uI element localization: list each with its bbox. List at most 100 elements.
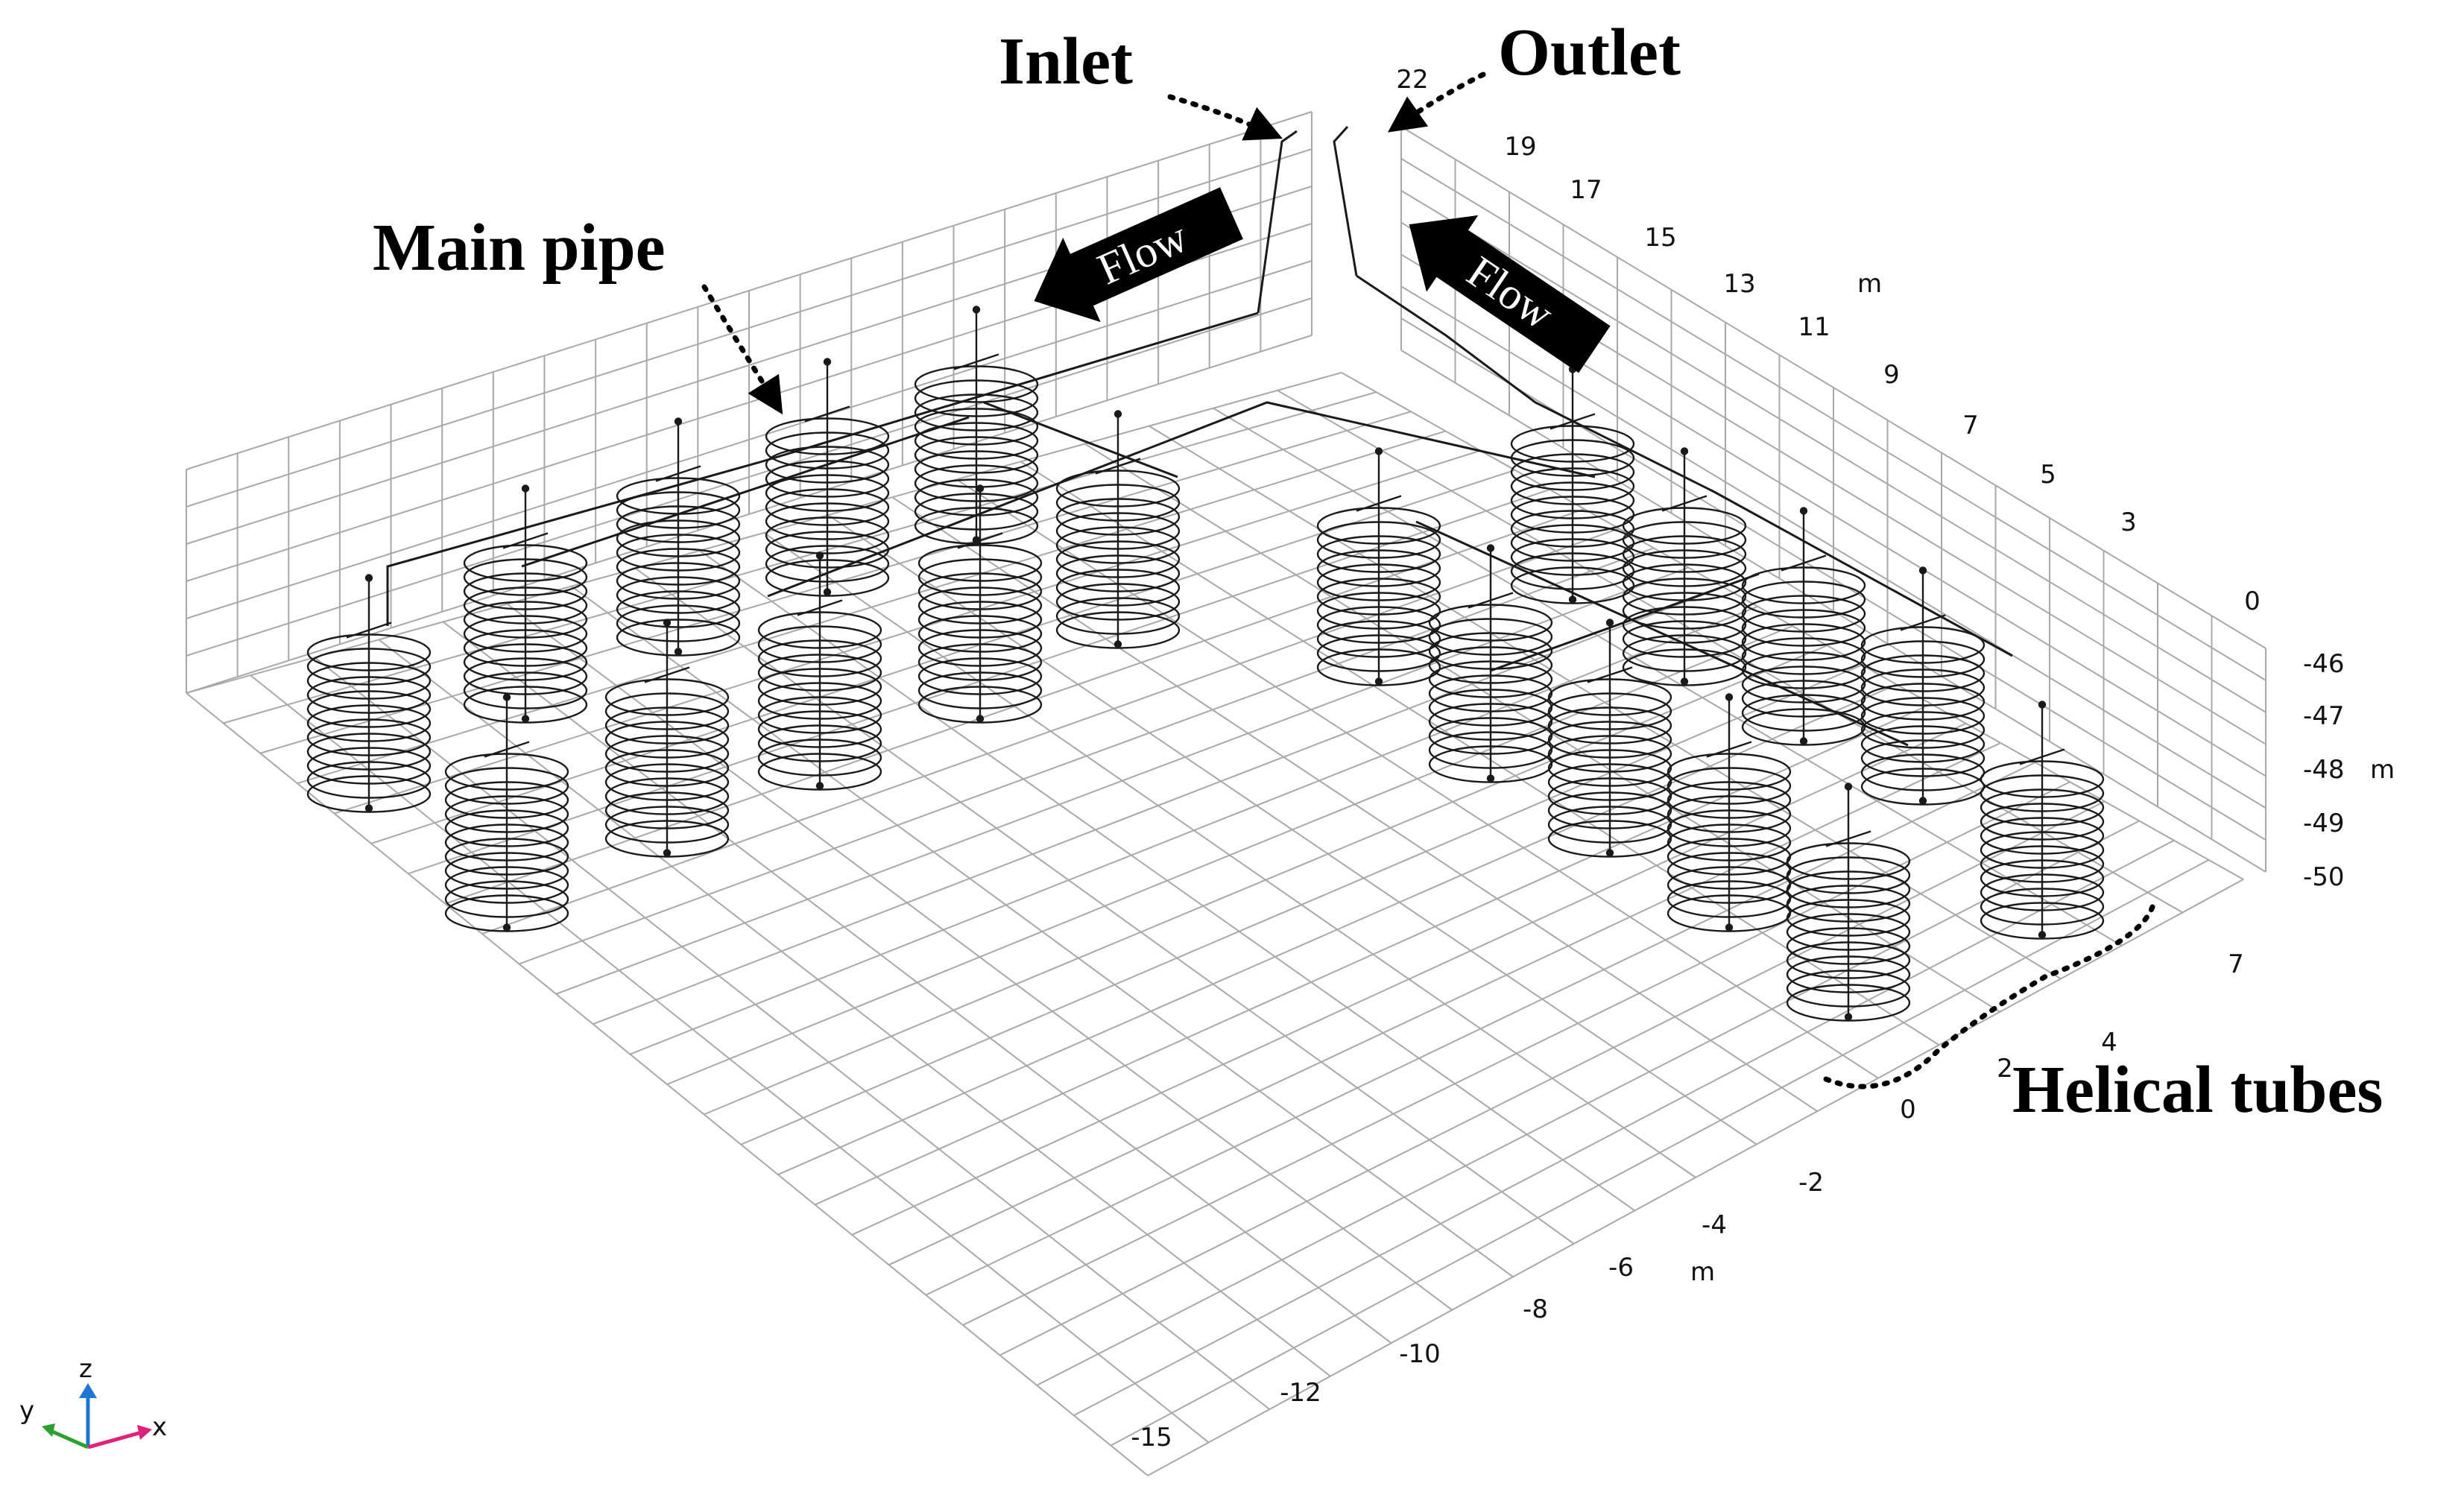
coil-node [502, 693, 511, 701]
coil-node [1799, 737, 1808, 745]
helical-tube [1980, 701, 2105, 940]
pipe-segment [1356, 274, 2013, 657]
main-pipe-leader [701, 284, 783, 415]
coil-header-pipe [797, 599, 843, 616]
x-axis-tick-label: -15 [1131, 1423, 1172, 1452]
coil-node [2038, 701, 2047, 709]
helical-tube [1428, 544, 1553, 783]
back-axis-tick-label: 17 [1570, 175, 1602, 205]
back-axis-tick-label: 3 [2120, 508, 2137, 537]
coil-node [1918, 797, 1927, 805]
coil-header-pipe [1550, 413, 1596, 430]
coil-node [521, 715, 530, 723]
floor-grid-line [699, 550, 1635, 1212]
helical-tube [765, 358, 890, 597]
back-axis-tick-label: 5 [2040, 460, 2056, 490]
x-axis-tick-label: -2 [1798, 1168, 1824, 1198]
triad-x-label: x [152, 1412, 167, 1442]
coil-node [1113, 640, 1122, 648]
x-axis-tick-label: 7 [2228, 949, 2244, 979]
coil-header-pipe [957, 532, 1003, 549]
left-wall-grid-line [186, 260, 1312, 619]
coil-node [1844, 782, 1853, 791]
helical-tube [1860, 566, 1986, 806]
coil-header-pipe [2019, 748, 2065, 765]
helical-tube [1741, 507, 1866, 746]
floor-grid-line [763, 532, 1696, 1178]
z-axis-tick-label: -48 [2303, 755, 2345, 785]
x-axis-tick-label: -8 [1523, 1294, 1548, 1324]
helical-tube [1316, 447, 1441, 686]
coil-node [2038, 931, 2047, 939]
coil-node [823, 358, 832, 366]
annotation-leaders [701, 72, 2157, 1090]
pipe-segment [521, 416, 970, 568]
main-pipe-label: Main pipe [373, 211, 666, 285]
inlet-leader [1167, 94, 1283, 141]
left-wall-grid-line [186, 335, 1312, 694]
helical-tube [1786, 782, 1911, 1022]
x-axis-tick-label: 4 [2101, 1028, 2117, 1057]
coil-node [1725, 693, 1734, 701]
coil-node [1486, 774, 1495, 782]
back-axis-tick-label: 13 [1723, 269, 1755, 299]
coil-node [815, 551, 824, 560]
x-axis-tick-label: -4 [1702, 1210, 1727, 1240]
coil-node [364, 804, 373, 812]
floor-grid-line [635, 567, 1575, 1245]
x-axis-tick-label: 2 [1997, 1054, 2013, 1084]
coil-node [976, 715, 985, 723]
right-wall-grid-line [1400, 317, 2266, 841]
coil-node [663, 619, 672, 627]
pipe-segment [1257, 130, 1298, 314]
floor-grid-line [186, 692, 1149, 1476]
coil-node [1605, 849, 1614, 857]
helical-tube [757, 551, 882, 791]
coil-header-pipe [804, 405, 850, 423]
triad-x-arrow [87, 1430, 142, 1449]
back-axis-tick-label: 11 [1798, 312, 1830, 342]
floor-grid [186, 372, 2244, 1476]
coil-node [1374, 677, 1383, 686]
pipe-segment [983, 401, 1178, 478]
helical-tube [914, 306, 1039, 545]
coil-header-pipe [1468, 592, 1514, 609]
coil-node [502, 923, 511, 932]
coil-node [364, 574, 373, 582]
x-axis-tick-label: -10 [1399, 1339, 1441, 1369]
outlet-label: Outlet [1498, 16, 1681, 89]
coil-header-pipe [655, 465, 701, 482]
left-wall-grid-line [186, 148, 1312, 508]
pipe-segment [767, 401, 1596, 598]
z-axis-tick-label: -50 [2303, 862, 2345, 892]
coil-node [976, 484, 985, 493]
floor-grid-line [1149, 425, 2062, 980]
z-axis-tick-labels: -46-47-48-49-50 [2303, 649, 2345, 892]
helical-tube [444, 693, 569, 932]
coil-node [1486, 544, 1495, 552]
floor-grid-line [955, 478, 1879, 1079]
pipe-segment [386, 312, 1259, 626]
coil-node [823, 588, 832, 596]
x-axis-tick-label: -12 [1280, 1378, 1321, 1408]
back-axis-tick-label: 19 [1504, 132, 1536, 162]
helical-tube [463, 484, 588, 724]
left-wall-grid [186, 111, 1312, 694]
y-axis-unit: m [1857, 269, 1882, 299]
coil-node [1799, 507, 1808, 515]
floor-grid-line [250, 674, 1210, 1444]
coil-node [1374, 447, 1383, 455]
z-axis-tick-label: -47 [2303, 701, 2345, 731]
helical-tube [1510, 365, 1635, 604]
coil-node [1680, 447, 1689, 455]
helical-tube [917, 484, 1043, 724]
right-wall-grid-line [1400, 158, 2266, 681]
flow-arrow-right: Flow [1409, 215, 1611, 373]
helical-tube [306, 574, 432, 813]
coil-header-pipe [346, 622, 392, 639]
right-wall-grid-line [1400, 189, 2266, 713]
coil-node [815, 782, 824, 790]
pipe-segment [1333, 125, 1358, 276]
